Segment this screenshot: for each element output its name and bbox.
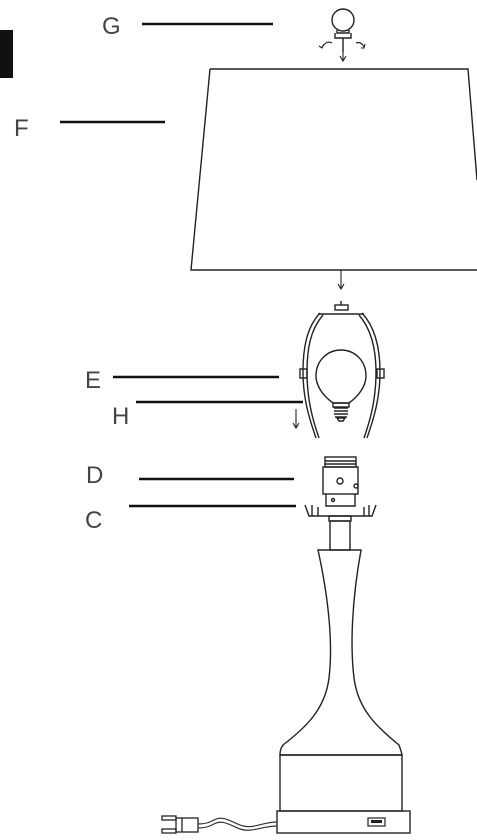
lamp-socket bbox=[322, 456, 359, 507]
leader-lines bbox=[60, 22, 303, 508]
bulb-down-arrow bbox=[292, 409, 300, 430]
label-d: D bbox=[86, 462, 103, 489]
light-bulb bbox=[315, 349, 367, 422]
label-c: C bbox=[85, 507, 102, 534]
lamp-base bbox=[279, 754, 403, 812]
power-plug bbox=[161, 815, 199, 834]
label-g: G bbox=[102, 13, 121, 40]
finial-down-arrow bbox=[339, 50, 347, 63]
power-cord bbox=[197, 817, 278, 831]
usb-port bbox=[367, 817, 386, 827]
lamp-base-plate bbox=[276, 810, 411, 834]
harp bbox=[299, 301, 385, 439]
lamp-shade bbox=[190, 68, 477, 271]
page-tab-marker bbox=[0, 30, 13, 78]
usb-port-slot bbox=[371, 820, 382, 823]
label-e: E bbox=[85, 367, 101, 394]
finial bbox=[318, 8, 366, 52]
lamp-body bbox=[279, 549, 403, 756]
label-h: H bbox=[112, 403, 129, 430]
lamp-rod bbox=[329, 520, 351, 551]
harp-saddle bbox=[304, 504, 377, 522]
label-f: F bbox=[14, 115, 29, 142]
shade-down-arrow bbox=[337, 270, 345, 291]
